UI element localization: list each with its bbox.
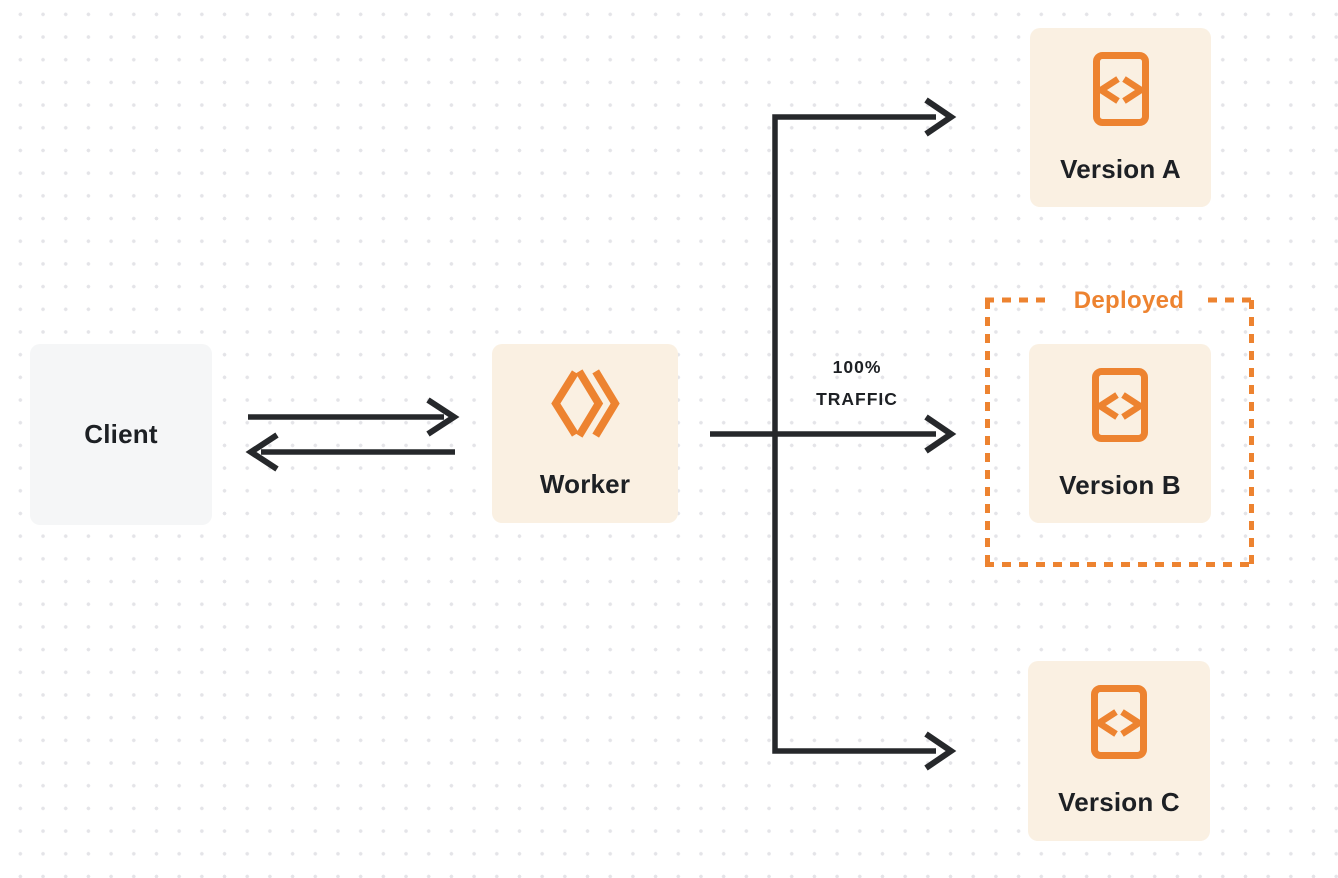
code-file-icon xyxy=(1091,685,1147,759)
version-a-node: Version A xyxy=(1030,28,1211,207)
worker-to-client-arrow xyxy=(245,432,455,472)
arrow-to-version-a xyxy=(924,97,957,137)
worker-node: Worker xyxy=(492,344,678,523)
version-b-node-label: Version B xyxy=(1059,469,1181,500)
worker-branch-trunk xyxy=(772,97,957,771)
code-file-icon xyxy=(1092,367,1148,442)
cloudflare-workers-logo-icon xyxy=(551,369,620,438)
traffic-word: TRAFFIC xyxy=(816,389,898,409)
client-to-worker-arrow xyxy=(248,397,460,437)
traffic-percentage-label: 100% TRAFFIC xyxy=(816,351,898,415)
code-file-icon xyxy=(1092,51,1149,126)
version-c-node: Version C xyxy=(1028,661,1210,841)
version-a-node-label: Version A xyxy=(1060,153,1181,184)
version-c-node-label: Version C xyxy=(1058,787,1180,817)
arrow-to-version-c xyxy=(924,731,957,771)
version-b-node: Version B xyxy=(1029,344,1211,523)
client-node-label: Client xyxy=(84,419,158,449)
client-node: Client xyxy=(30,344,212,525)
deployed-label: Deployed xyxy=(1073,287,1185,314)
worker-node-label: Worker xyxy=(539,469,631,499)
worker-to-version-b-arrow xyxy=(710,414,957,454)
traffic-percentage-value: 100% xyxy=(832,357,882,377)
